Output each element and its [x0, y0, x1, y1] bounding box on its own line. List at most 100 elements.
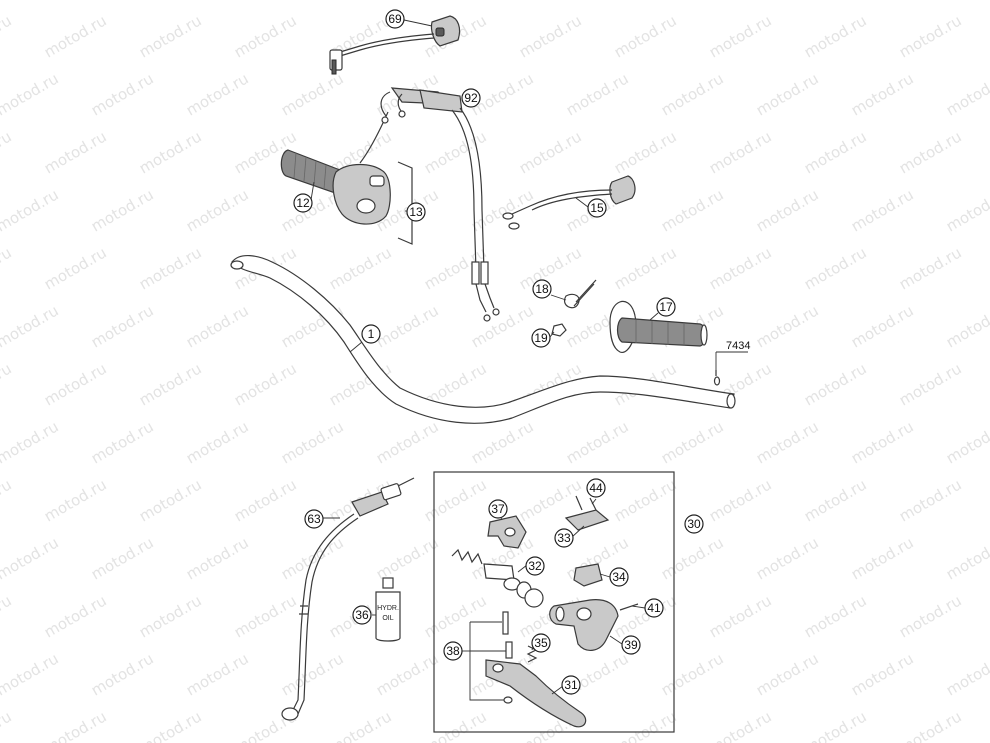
- watermark-text: motod.ru: [183, 301, 252, 351]
- watermark-text: motod.ru: [88, 533, 157, 583]
- watermark-text: motod.ru: [183, 649, 252, 699]
- callout-44-label: 44: [589, 481, 603, 495]
- callout-12[interactable]: 12: [293, 193, 313, 213]
- watermark-text: motod.ru: [88, 0, 157, 3]
- callout-41[interactable]: 41: [644, 598, 664, 618]
- watermark-text: motod.ru: [136, 359, 205, 409]
- callout-17[interactable]: 17: [656, 297, 676, 317]
- watermark-text: motod.ru: [468, 417, 537, 467]
- callout-15-label: 15: [590, 201, 604, 215]
- callout-34[interactable]: 34: [609, 567, 629, 587]
- callout-37[interactable]: 37: [488, 499, 508, 519]
- callout-1[interactable]: 1: [361, 324, 381, 344]
- watermark-text: motod.ru: [706, 591, 775, 641]
- callout-38[interactable]: 38: [443, 641, 463, 661]
- watermark-text: motod.ru: [0, 185, 62, 235]
- watermark-text: motod.ru: [231, 475, 300, 525]
- watermark-text: motod.ru: [278, 69, 347, 119]
- callout-69-label: 69: [388, 12, 402, 26]
- watermark-text: motod.ru: [183, 69, 252, 119]
- watermark-text: motod.ru: [896, 475, 965, 525]
- watermark-text: motod.ru: [563, 417, 632, 467]
- watermark-text: motod.ru: [0, 707, 15, 743]
- watermark-text: motod.ru: [611, 11, 680, 61]
- watermark-text: motod.ru: [896, 707, 965, 743]
- watermark-text: motod.ru: [88, 649, 157, 699]
- watermark-text: motod.ru: [943, 185, 990, 235]
- watermark-text: motod.ru: [136, 475, 205, 525]
- watermark-text: motod.ru: [848, 301, 917, 351]
- watermark-text: motod.ru: [611, 475, 680, 525]
- watermark-text: motod.ru: [0, 417, 62, 467]
- watermark-text: motod.ru: [658, 69, 727, 119]
- callout-92[interactable]: 92: [461, 88, 481, 108]
- callout-63[interactable]: 63: [304, 509, 324, 529]
- kill-switch: [502, 175, 636, 230]
- watermark-text: motod.ru: [41, 359, 110, 409]
- callout-31[interactable]: 31: [561, 675, 581, 695]
- right-grip: [609, 300, 708, 353]
- watermark-text: motod.ru: [943, 533, 990, 583]
- watermark-text: motod.ru: [183, 417, 252, 467]
- bottle-label-line2: OIL: [382, 615, 393, 622]
- watermark-text: motod.ru: [278, 649, 347, 699]
- callout-30[interactable]: 30: [684, 514, 704, 534]
- watermark-text: motod.ru: [753, 185, 822, 235]
- callout-39[interactable]: 39: [621, 635, 641, 655]
- watermark-text: motod.ru: [0, 301, 62, 351]
- watermark-text: motod.ru: [468, 0, 537, 3]
- clutch-hose: [281, 477, 415, 721]
- watermark-text: motod.ru: [896, 243, 965, 293]
- watermark-text: motod.ru: [231, 11, 300, 61]
- watermark-text: motod.ru: [706, 243, 775, 293]
- callout-35[interactable]: 35: [531, 633, 551, 653]
- watermark-text: motod.ru: [0, 359, 15, 409]
- watermark-text: motod.ru: [373, 649, 442, 699]
- callout-19[interactable]: 19: [531, 328, 551, 348]
- watermark-text: motod.ru: [658, 185, 727, 235]
- watermark-text: motod.ru: [88, 185, 157, 235]
- callout-18-label: 18: [535, 282, 549, 296]
- callout-33[interactable]: 33: [554, 528, 574, 548]
- master-cylinder-frame: [433, 471, 675, 733]
- watermark-text: motod.ru: [88, 301, 157, 351]
- callout-34-label: 34: [612, 570, 626, 584]
- callout-35-label: 35: [534, 636, 548, 650]
- watermark-text: motod.ru: [896, 359, 965, 409]
- watermark-text: motod.ru: [421, 475, 490, 525]
- watermark-text: motod.ru: [0, 533, 62, 583]
- callout-92-label: 92: [464, 91, 478, 105]
- callout-33-label: 33: [557, 531, 571, 545]
- callout-15[interactable]: 15: [587, 198, 607, 218]
- callout-32[interactable]: 32: [525, 556, 545, 576]
- callout-18[interactable]: 18: [532, 279, 552, 299]
- watermark-text: motod.ru: [801, 11, 870, 61]
- watermark-text: motod.ru: [41, 243, 110, 293]
- watermark-text: motod.ru: [611, 707, 680, 743]
- watermark-text: motod.ru: [183, 185, 252, 235]
- callout-13[interactable]: 13: [406, 202, 426, 222]
- part-number-7434[interactable]: 7434: [726, 340, 750, 352]
- watermark-text: motod.ru: [801, 591, 870, 641]
- watermark-text: motod.ru: [373, 417, 442, 467]
- watermark-text: motod.ru: [848, 0, 917, 3]
- callout-17-label: 17: [659, 300, 673, 314]
- master-cylinder-parts: [451, 495, 639, 728]
- watermark-text: motod.ru: [611, 243, 680, 293]
- callout-36[interactable]: 36: [352, 605, 372, 625]
- watermark-text: motod.ru: [848, 69, 917, 119]
- watermark-text: motod.ru: [896, 127, 965, 177]
- callout-69[interactable]: 69: [385, 9, 405, 29]
- watermark-text: motod.ru: [706, 475, 775, 525]
- watermark-text: motod.ru: [753, 69, 822, 119]
- watermark-text: motod.ru: [658, 533, 727, 583]
- watermark-text: motod.ru: [468, 185, 537, 235]
- hydraulic-oil-bottle: HYDR. OIL: [375, 577, 401, 642]
- watermark-text: motod.ru: [611, 591, 680, 641]
- callout-12-label: 12: [296, 196, 310, 210]
- watermark-text: motod.ru: [706, 11, 775, 61]
- callout-44[interactable]: 44: [586, 478, 606, 498]
- watermark-text: motod.ru: [41, 707, 110, 743]
